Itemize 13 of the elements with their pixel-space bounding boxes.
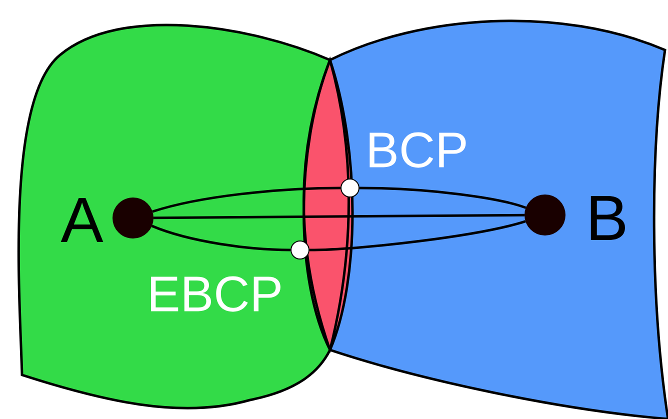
- bond-path: [151, 224, 291, 252]
- point-label: B: [590, 196, 625, 240]
- point-label: A: [60, 198, 104, 242]
- bond-path: [154, 214, 525, 220]
- bond-path: [360, 186, 526, 209]
- point-label: EBCP: [151, 276, 280, 312]
- atom-dot: [524, 194, 566, 236]
- point-label: BCP: [370, 132, 466, 168]
- bond-path: [309, 220, 526, 252]
- atom-dot: [112, 198, 154, 238]
- critical-point-dot: [290, 240, 310, 260]
- bond-path: [152, 186, 341, 213]
- critical-point-dot: [340, 178, 360, 198]
